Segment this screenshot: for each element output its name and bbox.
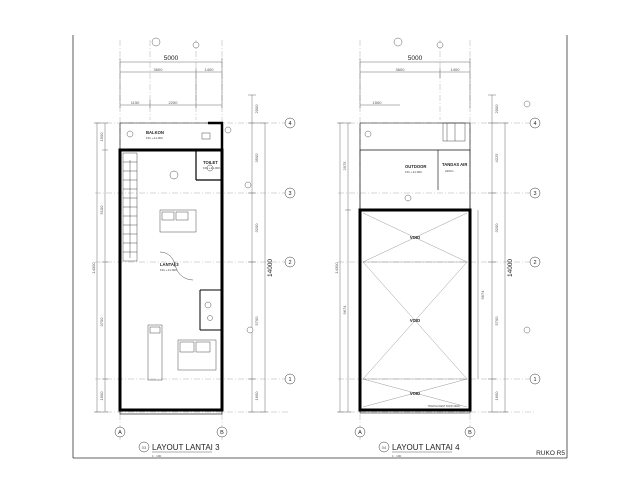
title-bubble	[138, 441, 150, 453]
fixtures	[442, 122, 466, 142]
dim-top-right: 1400	[205, 67, 215, 72]
grid-row-3: 3	[533, 191, 536, 197]
dim-right-2: 4225	[494, 153, 499, 163]
dim-upper-mid: 2250	[169, 100, 179, 105]
roof-note: TRANSLUCENT ROOF DECK	[428, 405, 461, 408]
room-tandas-air-capacity: 2200 L	[445, 169, 455, 173]
plan-lantai-4: 5000 3600 1400 1500 2000 4225 3200 5700 …	[334, 37, 541, 458]
dim-upper-left: 1150	[131, 100, 140, 105]
room-balkon: BALKON	[146, 130, 164, 135]
grid-row-1: 1	[288, 377, 291, 383]
top-dimensions	[119, 58, 223, 108]
room-toilet: TOILET	[203, 160, 218, 165]
plan-lantai-3: 5000 3600 1400 1150 2250 2000 3500 3200 …	[91, 37, 296, 458]
dim-top-left: 3600	[396, 67, 406, 72]
dim-left-4: 1600	[99, 391, 104, 401]
room-outdoor-level: FFL +11.000	[405, 170, 422, 174]
sheet-label: RUKO R5	[536, 450, 565, 457]
grid-col-a: A	[118, 430, 122, 436]
dim-right-4: 5700	[254, 316, 259, 326]
grid-col-b: B	[220, 430, 224, 436]
void-label-2: VOID	[410, 318, 420, 323]
front-railing	[359, 409, 471, 414]
grid-col-bubbles: A B	[114, 426, 228, 438]
dim-inner-right: 9674	[480, 290, 485, 300]
dim-left-total: 14300	[91, 262, 96, 274]
room-toilet-level: FFL +11.000	[203, 166, 220, 170]
plan-scale: 1 : 100	[392, 454, 402, 458]
plan-title: LAYOUT LANTAI 4	[392, 443, 460, 452]
left-dimensions	[94, 122, 108, 413]
dim-right-5: 1600	[494, 391, 499, 401]
grid-row-1: 1	[533, 377, 536, 383]
dim-left-3: 3700	[99, 317, 104, 327]
dim-top-total: 5000	[408, 55, 423, 62]
grid-row-2: 2	[533, 260, 536, 266]
dim-left-total: 14300	[334, 262, 339, 274]
grid-lines	[95, 40, 288, 440]
plan-scale: 1 : 100	[152, 454, 162, 458]
dim-top-left: 3600	[154, 67, 164, 72]
room-lantai-3: LANTAI 3	[160, 262, 179, 267]
grid-col-bubbles: A B	[354, 426, 476, 438]
grid-row-2: 2	[288, 260, 291, 266]
grid-col-b: B	[468, 430, 472, 436]
grid-row-bubbles: 4 3 2 1	[529, 117, 541, 385]
room-tandas-air: TANDAS AIR	[442, 162, 467, 167]
dim-top-total: 5000	[164, 55, 179, 62]
right-dimensions	[248, 94, 268, 413]
left-dimensions	[337, 122, 351, 413]
dim-right-total: 14000	[507, 259, 514, 277]
dim-top-right: 1400	[451, 67, 461, 72]
furniture	[147, 132, 217, 381]
dim-right-3: 3200	[254, 223, 259, 233]
dim-right-1: 2000	[494, 104, 499, 114]
dim-left-2: 9674	[342, 305, 347, 315]
section-markers	[126, 37, 254, 334]
dim-left-1: 2975	[342, 161, 347, 171]
right-dimensions	[477, 94, 508, 413]
top-dimensions	[359, 58, 471, 108]
dim-right-total: 14000	[267, 259, 274, 277]
dim-left-1: 1500	[99, 132, 104, 142]
room-lantai-3-level: FFL +11.000	[160, 268, 177, 272]
dim-upper-left: 1500	[373, 100, 383, 105]
front-railing	[119, 409, 223, 415]
void-label-1: VOID	[410, 235, 420, 240]
grid-row-3: 3	[288, 191, 291, 197]
dim-right-4: 5700	[494, 316, 499, 326]
grid-row-4: 4	[533, 121, 536, 127]
plan-number: 04	[382, 445, 387, 450]
staircase	[122, 152, 138, 262]
dim-left-2: 5100	[99, 205, 104, 215]
void-crosses	[362, 212, 468, 408]
dim-right-3: 3200	[494, 223, 499, 233]
void-label-3: VOID	[410, 391, 420, 396]
grid-row-4: 4	[288, 121, 291, 127]
grid-lines	[338, 40, 535, 440]
grid-row-bubbles: 4 3 2 1	[284, 117, 296, 385]
title-bubble	[378, 441, 390, 453]
section-markers	[364, 37, 531, 334]
room-outdoor: OUTDOOR	[405, 164, 426, 169]
dim-right-1: 2000	[254, 104, 259, 114]
room-balkon-level: FFL +11.000	[146, 136, 163, 140]
grid-col-a: A	[358, 430, 362, 436]
plan-title: LAYOUT LANTAI 3	[152, 443, 220, 452]
dim-right-2: 3500	[254, 153, 259, 163]
dim-right-5: 1600	[254, 391, 259, 401]
plan-number: 03	[142, 445, 147, 450]
